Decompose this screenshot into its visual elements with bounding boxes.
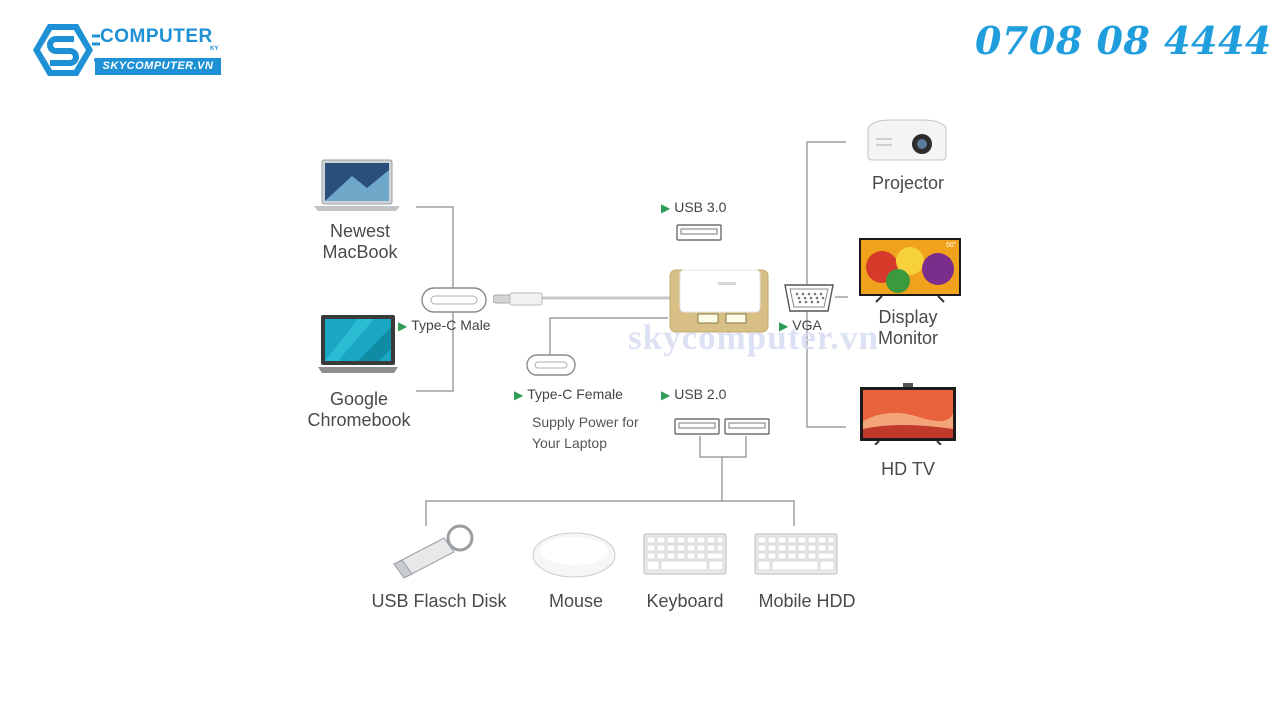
mobile-hdd-label: Mobile HDD [758,591,856,611]
macbook-label: Newest MacBook [322,221,398,262]
arrow-right-icon: ▶ [661,388,671,402]
brand-url: SKYCOMPUTER.VN [95,58,221,75]
type-c-female-label: ▶Type-C Female [514,386,623,402]
screen-size-badge: 50" [946,242,957,249]
vga-label: ▶VGA [779,317,822,333]
usb-c-hub-icon [669,269,769,333]
projector-label: Projector [871,173,945,193]
arrow-right-icon: ▶ [398,319,408,333]
macbook-icon [314,159,400,211]
usb-c-plug-icon [493,292,543,306]
monitor-icon: 50" [859,238,961,303]
watermark: skycomputer.vn [628,318,879,357]
brand-tag: KY [210,46,219,52]
usb30-label: ▶USB 3.0 [661,199,727,215]
mouse-icon [532,532,616,578]
monitor-label: Display Monitor [877,307,939,348]
usb-flash-disk-icon [393,524,474,579]
arrow-right-icon: ▶ [661,201,671,215]
hotline-number: 0708 08 4444 [975,18,1272,63]
arrow-right-icon: ▶ [779,319,789,333]
type-c-female-port-icon [526,354,576,376]
projector-icon [867,119,947,161]
vga-port-icon [784,284,834,312]
usb-a-port-icon-2 [724,418,770,435]
usb-a-port-icon [676,224,722,241]
keyboard-label: Keyboard [646,591,724,611]
usb-a-port-icon-1 [674,418,720,435]
brand-name: COMPUTER [100,26,213,47]
type-c-port-icon [421,287,487,313]
mouse-label: Mouse [548,591,604,611]
chromebook-label: Google Chromebook [307,389,411,430]
mobile-hdd-icon [754,533,838,575]
tv-label: HD TV [881,459,935,479]
brand-logo [33,24,100,76]
keyboard-icon [643,533,727,575]
chromebook-icon [318,315,398,373]
power-supply-note: Supply Power for Your Laptop [532,414,639,451]
type-c-male-label: ▶Type-C Male [398,317,491,333]
tv-icon [860,383,956,445]
flash-disk-label: USB Flasch Disk [371,591,507,611]
arrow-right-icon: ▶ [514,388,524,402]
usb20-label: ▶USB 2.0 [661,386,727,402]
